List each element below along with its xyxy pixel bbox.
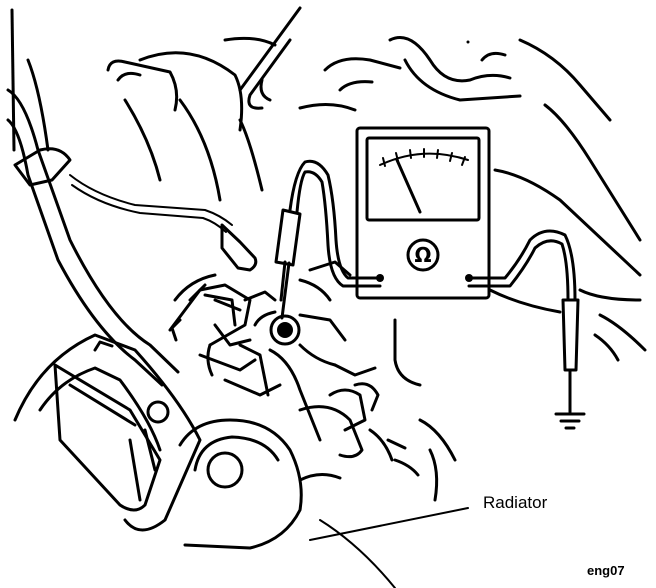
probe-icon [274, 208, 302, 320]
figure-code: eng07 [587, 563, 625, 578]
sensor-terminal [277, 322, 293, 338]
speck [466, 40, 470, 44]
radiator-callout-label: Radiator [483, 493, 548, 512]
test-lead-left [288, 159, 382, 288]
engine-background-lines [106, 6, 647, 502]
ohmmeter-icon [355, 126, 491, 300]
sensor-connector-assembly [168, 260, 420, 477]
sensor-harness [69, 174, 258, 272]
radiator-hose [6, 8, 217, 387]
ohm-symbol: Ω [414, 243, 431, 267]
callout-leader [309, 507, 469, 588]
radiator [13, 333, 342, 550]
test-lead-right [467, 229, 580, 414]
ground-symbol-icon [554, 412, 586, 430]
